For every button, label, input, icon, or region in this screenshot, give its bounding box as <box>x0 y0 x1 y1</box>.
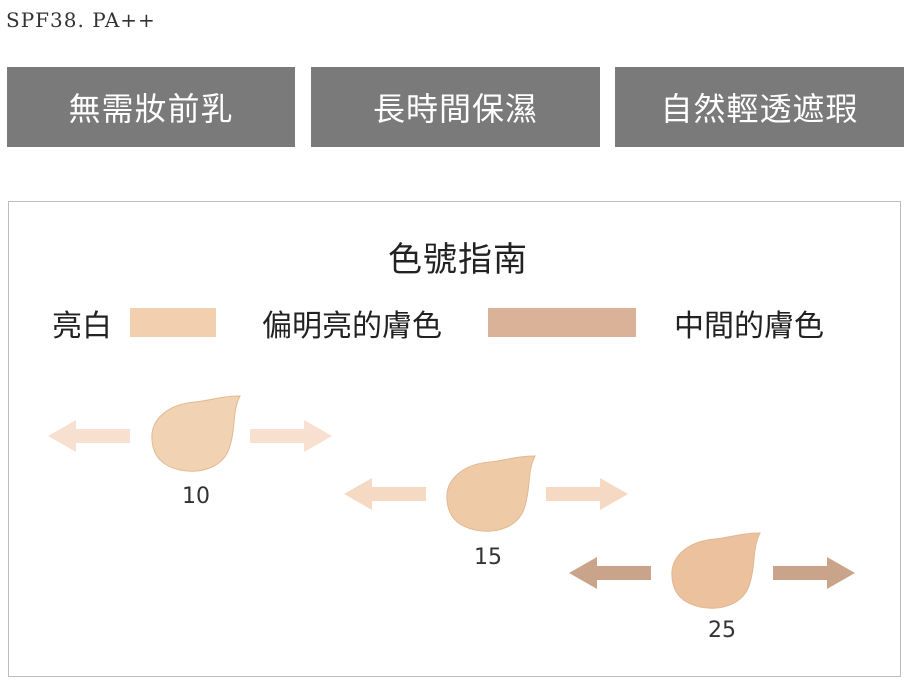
shade-15-group <box>344 455 628 532</box>
feature-no-primer: 無需妝前乳 <box>7 67 295 147</box>
shade-code-10: 10 <box>182 484 210 509</box>
shade-code-15: 15 <box>474 545 502 570</box>
arrow-left-icon <box>48 420 130 452</box>
legend-label-bright-skin: 偏明亮的膚色 <box>262 309 442 344</box>
feature-long-moisture: 長時間保濕 <box>311 67 600 147</box>
foundation-swatch-10-icon <box>151 395 241 472</box>
arrow-right-icon <box>773 557 855 589</box>
shade-code-25: 25 <box>708 618 736 643</box>
foundation-swatch-15-icon <box>446 455 536 532</box>
arrow-right-icon <box>250 420 332 452</box>
shade-25-group <box>569 532 855 609</box>
legend-swatch-bright-skin <box>488 308 636 337</box>
legend-label-bright-white: 亮白 <box>52 309 112 344</box>
arrow-left-icon <box>344 478 426 510</box>
legend-label-medium-skin: 中間的膚色 <box>674 309 824 344</box>
feature-natural-coverage: 自然輕透遮瑕 <box>615 67 904 147</box>
foundation-swatch-25-icon <box>671 532 761 609</box>
shade-guide-panel <box>8 201 901 677</box>
arrow-left-icon <box>569 557 651 589</box>
arrow-right-icon <box>546 478 628 510</box>
shade-guide-title: 色號指南 <box>388 240 528 280</box>
spf-rating: SPF38. PA++ <box>6 8 156 32</box>
legend-swatch-bright-white <box>130 308 216 337</box>
shade-10-group <box>48 395 332 472</box>
